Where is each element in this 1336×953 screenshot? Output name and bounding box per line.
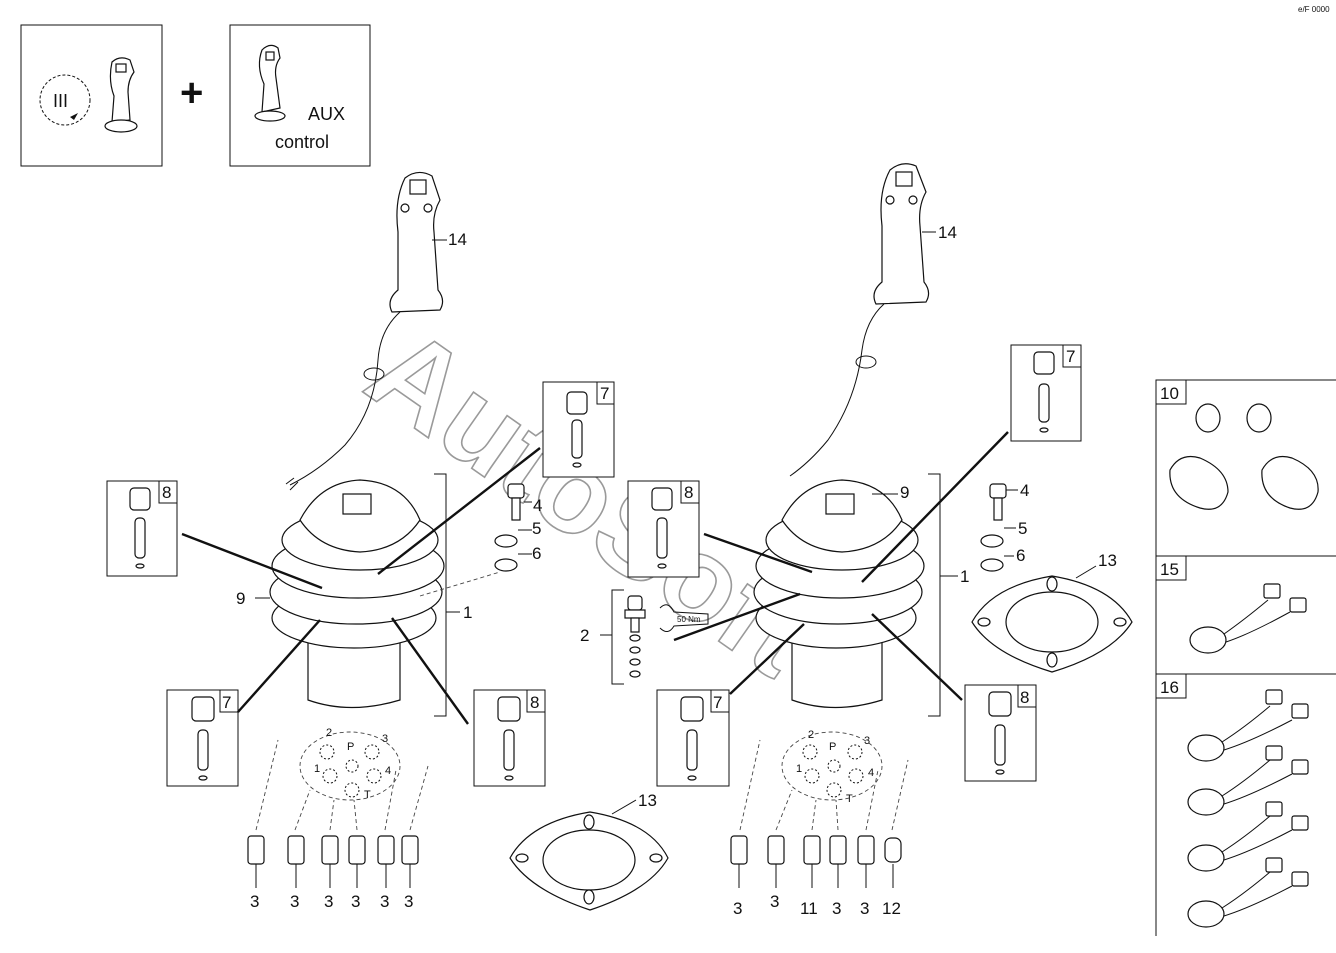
right-port-1: 1 bbox=[796, 763, 802, 775]
right-fitting-label-5: 3 bbox=[860, 899, 869, 918]
right-fitting-label-3: 11 bbox=[800, 899, 818, 918]
right-handle bbox=[789, 163, 930, 477]
left-fittings-row bbox=[247, 835, 419, 865]
left-fitting-label-4: 3 bbox=[351, 892, 360, 911]
left-washer1-callout: 5 bbox=[532, 519, 541, 538]
left-port-4: 4 bbox=[385, 765, 391, 777]
left-port-p: P bbox=[347, 741, 354, 753]
side-panel-10-label: 10 bbox=[1160, 384, 1179, 403]
left-port-3: 3 bbox=[382, 733, 388, 745]
side-panel-15-label: 15 bbox=[1160, 560, 1179, 579]
right-plate-callout: 13 bbox=[1098, 551, 1117, 570]
left-screw-set bbox=[494, 483, 525, 572]
right-body-callout: 9 bbox=[900, 483, 909, 502]
center-kit-callout: 2 bbox=[580, 626, 589, 645]
left-handle-callout: 14 bbox=[448, 230, 467, 249]
left-fitting-label-5: 3 bbox=[380, 892, 389, 911]
right-fitting-label-6: 12 bbox=[882, 899, 901, 918]
side-panel-16: 16 bbox=[1155, 673, 1309, 928]
right-fitting-label-1: 3 bbox=[733, 899, 742, 918]
right-bottom-right-detail-box: 8 bbox=[964, 684, 1037, 782]
right-top-detail-box: 7 bbox=[1010, 344, 1082, 442]
left-top-detail-box: 7 bbox=[542, 381, 615, 478]
right-fittings-row bbox=[730, 835, 902, 865]
left-bottom-right-box-label: 8 bbox=[530, 693, 539, 712]
left-port-2: 2 bbox=[326, 727, 332, 739]
legend-panel-a: III bbox=[20, 24, 163, 167]
joystick-handle-icon bbox=[104, 57, 138, 133]
left-fitting-label-6: 3 bbox=[404, 892, 413, 911]
right-port-t: T bbox=[846, 793, 853, 805]
legend-control-text: control bbox=[275, 132, 329, 152]
joystick-handle-aux-icon bbox=[254, 44, 286, 122]
right-bottom-left-detail-box: 7 bbox=[656, 689, 730, 787]
left-bottom-right-detail-box: 8 bbox=[473, 689, 546, 787]
right-fitting-label-4: 3 bbox=[832, 899, 841, 918]
right-assembly-callout: 1 bbox=[960, 567, 969, 586]
center-plate-callout: 13 bbox=[638, 791, 657, 810]
right-port-p: P bbox=[829, 741, 836, 753]
right-handle-callout: 14 bbox=[938, 223, 957, 242]
center-mounting-plate bbox=[509, 811, 669, 911]
left-mid-box-label: 8 bbox=[162, 483, 171, 502]
center-kit: 50 Nm bbox=[611, 589, 709, 685]
left-valve-body bbox=[269, 479, 445, 709]
wrench-icon bbox=[659, 604, 709, 632]
watermark-text: AutoSoft bbox=[345, 302, 837, 702]
legend-plus: + bbox=[180, 71, 203, 115]
right-port-3: 3 bbox=[864, 735, 870, 747]
left-fitting-label-1: 3 bbox=[250, 892, 259, 911]
right-port-2: 2 bbox=[808, 729, 814, 741]
left-bottom-left-box-label: 7 bbox=[222, 693, 231, 712]
right-fitting-label-2: 3 bbox=[770, 892, 779, 911]
right-bottom-right-box-label: 8 bbox=[1020, 688, 1029, 707]
left-mid-detail-box: 8 bbox=[106, 480, 178, 577]
left-fitting-label-2: 3 bbox=[290, 892, 299, 911]
side-panel-15: 15 bbox=[1155, 555, 1307, 654]
right-bottom-left-box-label: 7 bbox=[713, 693, 722, 712]
right-screw-set bbox=[980, 483, 1007, 572]
right-mounting-plate bbox=[971, 575, 1133, 673]
left-screw-callout: 4 bbox=[533, 496, 542, 515]
right-screw-callout: 4 bbox=[1020, 481, 1029, 500]
right-top-box-label: 7 bbox=[1066, 347, 1075, 366]
left-fitting-label-3: 3 bbox=[324, 892, 333, 911]
side-panel-10: 10 bbox=[1155, 379, 1336, 936]
legend-panel-b: AUX control bbox=[229, 24, 371, 167]
left-bottom-left-detail-box: 7 bbox=[166, 689, 239, 787]
left-port-pattern: P T 1 2 3 4 bbox=[299, 727, 401, 801]
left-top-box-label: 7 bbox=[600, 384, 609, 403]
rotation-arrow-icon bbox=[70, 113, 78, 120]
left-port-t: T bbox=[364, 789, 371, 801]
left-assembly-callout: 1 bbox=[463, 603, 472, 622]
legend-aux-text: AUX bbox=[308, 104, 345, 124]
corner-mark: e/F 0000 bbox=[1298, 5, 1330, 14]
right-mid-detail-box: 8 bbox=[627, 480, 700, 578]
left-handle bbox=[285, 171, 444, 491]
right-port-4: 4 bbox=[868, 767, 874, 779]
right-mid-box-label: 8 bbox=[684, 483, 693, 502]
right-washer1-callout: 5 bbox=[1018, 519, 1027, 538]
left-port-1: 1 bbox=[314, 763, 320, 775]
side-panel-16-label: 16 bbox=[1160, 678, 1179, 697]
right-port-pattern: P T 1 2 3 4 bbox=[781, 729, 883, 805]
torque-label: 50 Nm bbox=[677, 615, 701, 624]
left-body-callout: 9 bbox=[236, 589, 245, 608]
left-washer2-callout: 6 bbox=[532, 544, 541, 563]
legend-symbol-iii: III bbox=[53, 91, 68, 111]
right-washer2-callout: 6 bbox=[1016, 546, 1025, 565]
